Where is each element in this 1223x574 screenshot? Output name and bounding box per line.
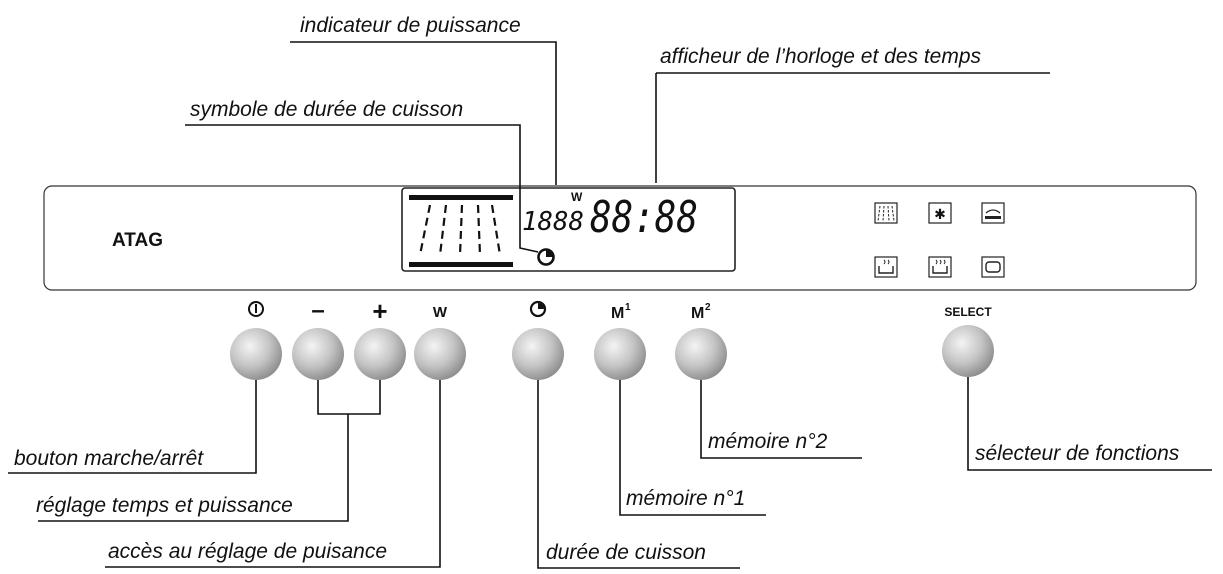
label-power-indicator: indicateur de puissance	[300, 14, 521, 37]
timer-key-symbol-icon	[529, 300, 547, 318]
label-cooking-time-symbol: symbole de durée de cuisson	[190, 98, 463, 121]
oven-icon	[981, 256, 1005, 278]
svg-text:✱: ✱	[934, 207, 946, 223]
label-cooking-time: durée de cuisson	[546, 541, 706, 564]
label-function-selector: sélecteur de fonctions	[975, 442, 1180, 465]
label-on-off-button: bouton marche/arrêt	[14, 447, 204, 470]
oven-cavity-icon	[409, 195, 513, 267]
select-button[interactable]	[942, 325, 994, 377]
minus-button[interactable]	[292, 328, 344, 380]
cooking-time-button[interactable]	[512, 328, 564, 380]
select-key-label: SELECT	[944, 305, 992, 319]
label-memory-1: mémoire n°1	[626, 487, 745, 510]
plus-button[interactable]	[354, 328, 406, 380]
m2-key-label: M 2	[691, 302, 711, 322]
label-memory-2: mémoire n°2	[708, 430, 828, 453]
cooking-time-symbol-icon	[537, 248, 555, 266]
m1-button[interactable]	[594, 328, 646, 380]
svg-text:M: M	[611, 305, 624, 322]
plus-key-label: +	[372, 296, 387, 326]
minus-key-label: –	[311, 297, 324, 324]
label-power-setting-access: accès au réglage de puisance	[108, 540, 387, 563]
power-unit-w: W	[571, 190, 583, 204]
power-digits: 1888	[522, 207, 584, 237]
leader-lines	[8, 41, 1212, 569]
m2-button[interactable]	[675, 328, 727, 380]
defrost-icon: ✱	[928, 202, 952, 224]
label-time-power-setting: réglage temps et puissance	[36, 494, 293, 517]
w-button[interactable]	[414, 328, 466, 380]
label-clock-display: afficheur de l’horloge et des temps	[660, 45, 982, 68]
svg-text:1: 1	[625, 302, 631, 313]
steam-cook-icon	[874, 256, 898, 278]
display-window	[401, 187, 736, 272]
svg-text:2: 2	[705, 302, 711, 313]
clock-digits: 88:88	[590, 192, 698, 243]
power-button[interactable]	[230, 328, 282, 380]
w-key-label: W	[433, 304, 448, 321]
brand-logo: ATAG	[112, 230, 163, 251]
power-key-symbol-icon	[248, 301, 264, 317]
combi-steam-icon	[928, 256, 952, 278]
crisp-plate-icon	[981, 202, 1005, 224]
m1-key-label: M 1	[611, 302, 631, 322]
grill-icon	[874, 202, 898, 224]
svg-text:M: M	[691, 305, 704, 322]
